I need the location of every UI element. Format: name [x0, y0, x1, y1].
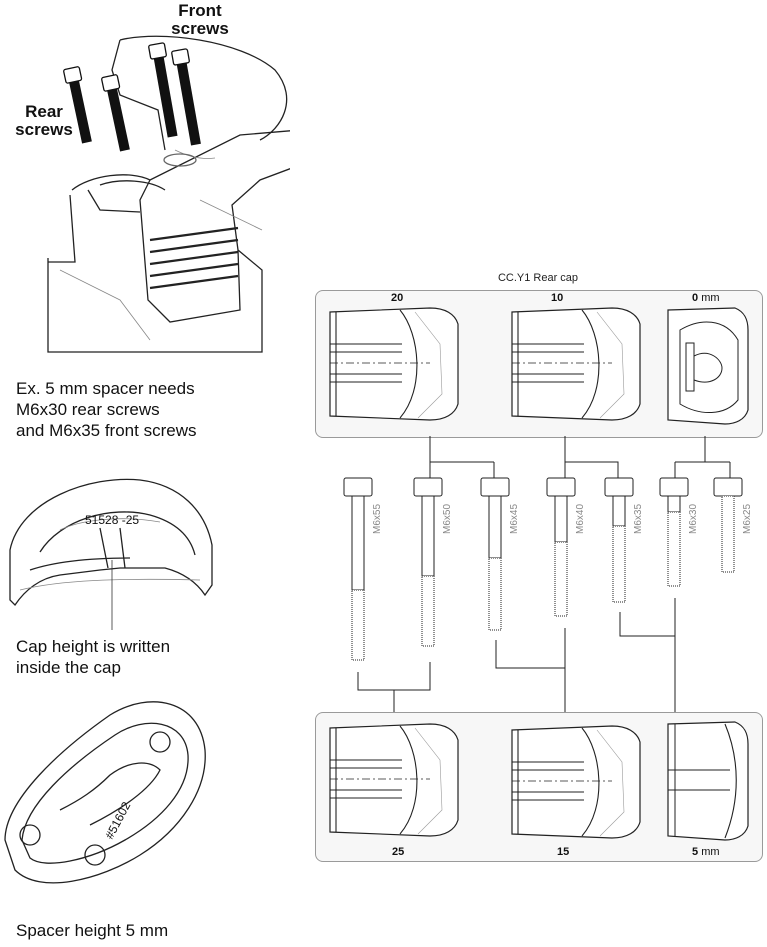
cap-height-label: 15 [557, 846, 570, 858]
cap-height-label: 25 [392, 846, 405, 858]
cap-height-label: 5 mm [692, 846, 720, 858]
screw-m6x50 [413, 477, 443, 647]
stem-illustration [47, 35, 290, 353]
rear-cap-title: CC.Y1 Rear cap [497, 272, 579, 284]
cap-height-label: 20 [391, 292, 404, 304]
example-caption-line: Ex. 5 mm spacer needs [16, 379, 195, 398]
cap-caption-line: inside the cap [16, 658, 121, 677]
screw-set [343, 477, 743, 661]
example-caption: Ex. 5 mm spacer needs M6x30 rear screws … [16, 378, 196, 441]
screw-m6x25 [713, 477, 743, 573]
cap-height-label: 10 [551, 292, 564, 304]
screw-m6x45 [480, 477, 510, 631]
cap-height-value: 5 [692, 846, 699, 858]
cap-illustration: 51528 -25 [9, 478, 213, 630]
spacer-engraving: #51602 [102, 799, 133, 841]
screw-label: M6x55 [372, 504, 383, 534]
top-caps-panel [315, 290, 763, 438]
screw-label: M6x45 [509, 504, 520, 534]
bottom-caps-panel [315, 712, 763, 862]
screw-label: M6x35 [633, 504, 644, 534]
rear-screws-label: Rear screws [15, 102, 73, 139]
spacer-illustration: #51602 [4, 701, 206, 884]
cap-height-unit: mm [701, 292, 720, 304]
cap-height-unit: mm [701, 846, 720, 858]
screw-m6x55 [343, 477, 373, 661]
example-caption-line: M6x30 rear screws [16, 400, 160, 419]
screw-label: M6x40 [575, 504, 586, 534]
cap-caption-line: Cap height is written [16, 637, 171, 656]
screw-m6x40 [546, 477, 576, 617]
screw-m6x35 [604, 477, 634, 603]
spacer-caption: Spacer height 5 mm [16, 921, 169, 940]
screw-m6x30 [659, 477, 689, 587]
screw-label: M6x50 [442, 504, 453, 534]
screw-label: M6x30 [688, 504, 699, 534]
cap-height-label: 0 mm [692, 292, 720, 304]
screw-label: M6x25 [742, 504, 753, 534]
front-screws-label: Front screws [171, 1, 229, 38]
example-caption-line: and M6x35 front screws [16, 421, 197, 440]
cap-engraving: 51528 -25 [85, 513, 139, 527]
cap-height-value: 0 [692, 292, 699, 304]
cap-caption: Cap height is written inside the cap [16, 636, 170, 678]
